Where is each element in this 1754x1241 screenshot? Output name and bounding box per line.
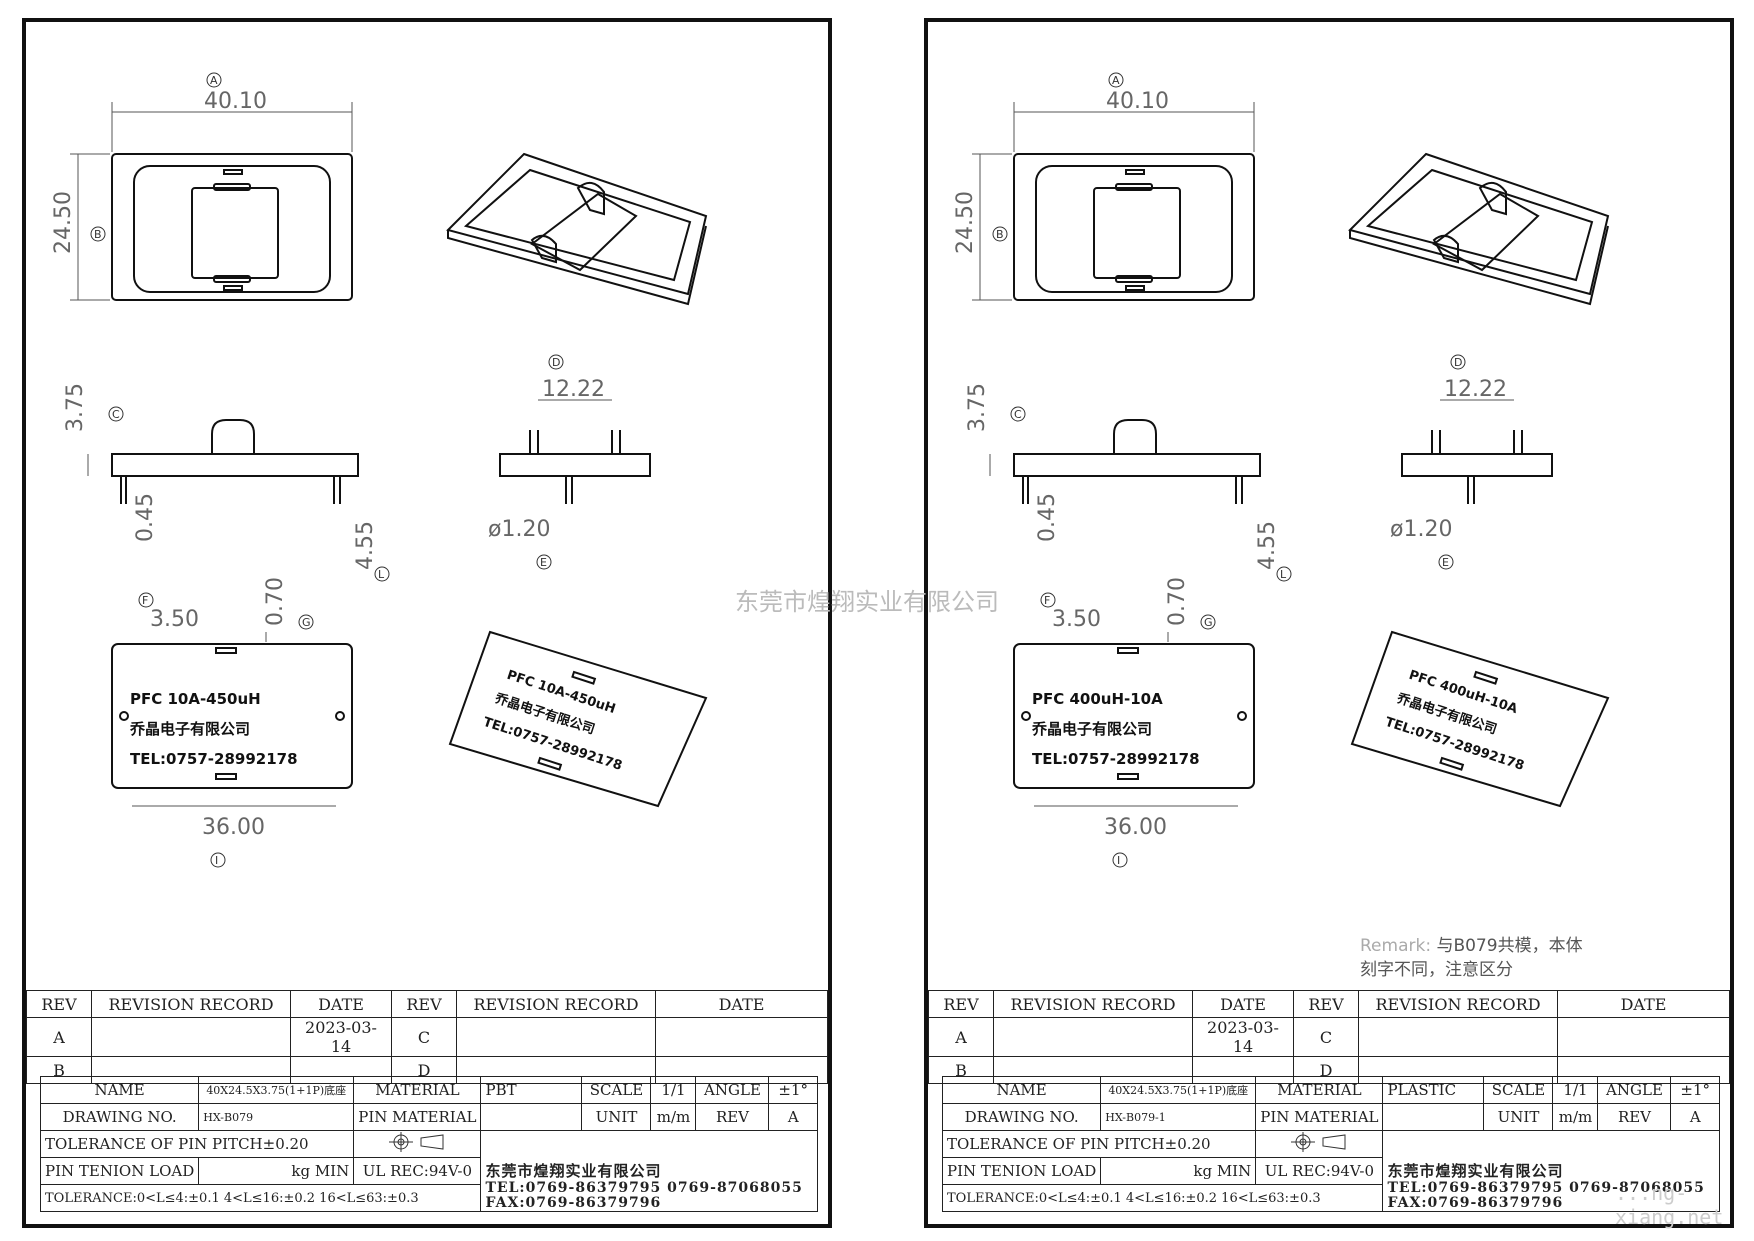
- dim-pin-dia: ø1.20: [488, 517, 550, 542]
- technical-drawing: 40.10 24.50 3.75 0.45 4.55 12.22 ø1.20 3…: [51, 72, 708, 868]
- svg-text:F: F: [1044, 594, 1050, 607]
- dim-pin-span: 12.22: [1444, 377, 1507, 402]
- svg-text:G: G: [1204, 616, 1213, 629]
- drawing-sheet-left: 40.10 24.50 3.75 0.45 4.55 12.22 ø1.20 3…: [22, 18, 832, 1228]
- dim-pin-span: 12.22: [542, 377, 605, 402]
- svg-text:I: I: [215, 854, 218, 867]
- dim-width: 40.10: [1106, 89, 1169, 114]
- dim-pin-small: 0.45: [1035, 493, 1060, 542]
- engrave-line1: PFC 400uH-10A: [1032, 690, 1163, 708]
- svg-text:A: A: [1112, 74, 1120, 87]
- dim-base-width: 36.00: [1104, 815, 1167, 840]
- svg-text:I: I: [1117, 854, 1120, 867]
- callout-markers: A B C D E F G L I: [90, 72, 564, 868]
- svg-text:E: E: [1442, 556, 1449, 569]
- svg-text:B: B: [94, 228, 102, 241]
- svg-text:F: F: [142, 594, 148, 607]
- dim-pin-small: 0.45: [133, 493, 158, 542]
- svg-text:G: G: [302, 616, 311, 629]
- technical-drawing: 40.10 24.50 3.75 0.45 4.55 12.22 ø1.20 3…: [953, 72, 1610, 868]
- svg-text:D: D: [552, 356, 560, 369]
- company-name: 东莞市煌翔实业有限公司: [1387, 1162, 1564, 1180]
- company-tel: TEL:0769-86379795 0769-87068055: [1387, 1180, 1705, 1196]
- svg-text:B: B: [996, 228, 1004, 241]
- company-fax: FAX:0769-86379796: [1387, 1195, 1564, 1211]
- svg-text:L: L: [1280, 568, 1287, 581]
- svg-text:C: C: [112, 408, 120, 421]
- dim-side-height: 3.75: [965, 383, 990, 432]
- title-block: NAME 40X24.5X3.75(1+1P)底座 MATERIAL PLAST…: [941, 1076, 1720, 1212]
- engrave-line3: TEL:0757-28992178: [1032, 750, 1200, 768]
- dim-slot-offset: 3.50: [150, 607, 199, 632]
- dim-base-width: 36.00: [202, 815, 265, 840]
- revision-table: REV REVISION RECORD DATE REV REVISION RE…: [928, 990, 1730, 1084]
- svg-text:E: E: [540, 556, 547, 569]
- company-fax: FAX:0769-86379796: [485, 1195, 662, 1211]
- remark-note: Remark: 与B079共模，本体刻字不同，注意区分: [1360, 936, 1583, 980]
- svg-text:C: C: [1014, 408, 1022, 421]
- callout-markers: A B C D E F G L I: [992, 72, 1466, 868]
- dim-side-height: 3.75: [63, 383, 88, 432]
- projection-symbol-icon: [1291, 1132, 1346, 1152]
- drawing-sheet-right: 40.10 24.50 3.75 0.45 4.55 12.22 ø1.20 3…: [924, 18, 1734, 1228]
- dim-pin-dia: ø1.20: [1390, 517, 1452, 542]
- symbol-cell: [1255, 1130, 1384, 1158]
- company-tel: TEL:0769-86379795 0769-87068055: [485, 1180, 803, 1196]
- projection-symbol-icon: [389, 1132, 444, 1152]
- dim-width: 40.10: [204, 89, 267, 114]
- dim-slot-width: 0.70: [1165, 577, 1190, 626]
- company-name: 东莞市煌翔实业有限公司: [485, 1162, 662, 1180]
- revision-table: REV REVISION RECORD DATE REV REVISION RE…: [26, 990, 828, 1084]
- svg-text:L: L: [378, 568, 385, 581]
- title-block: NAME 40X24.5X3.75(1+1P)底座 MATERIAL PBT S…: [39, 1076, 818, 1212]
- dim-slot-width: 0.70: [263, 577, 288, 626]
- watermark-url: ...ng-xiang.net: [1615, 1181, 1724, 1229]
- dim-pin-len: 4.55: [353, 521, 378, 570]
- svg-text:D: D: [1454, 356, 1462, 369]
- engrave-line2: 乔晶电子有限公司: [1031, 720, 1152, 738]
- watermark-text: 东莞市煌翔实业有限公司: [735, 588, 999, 616]
- engrave-line3: TEL:0757-28992178: [130, 750, 298, 768]
- engrave-line2: 乔晶电子有限公司: [129, 720, 250, 738]
- engrave-line1: PFC 10A-450uH: [130, 690, 261, 708]
- dim-height: 24.50: [51, 191, 76, 254]
- dim-slot-offset: 3.50: [1052, 607, 1101, 632]
- svg-text:A: A: [210, 74, 218, 87]
- dim-pin-len: 4.55: [1255, 521, 1280, 570]
- dim-height: 24.50: [953, 191, 978, 254]
- symbol-cell: [353, 1130, 482, 1158]
